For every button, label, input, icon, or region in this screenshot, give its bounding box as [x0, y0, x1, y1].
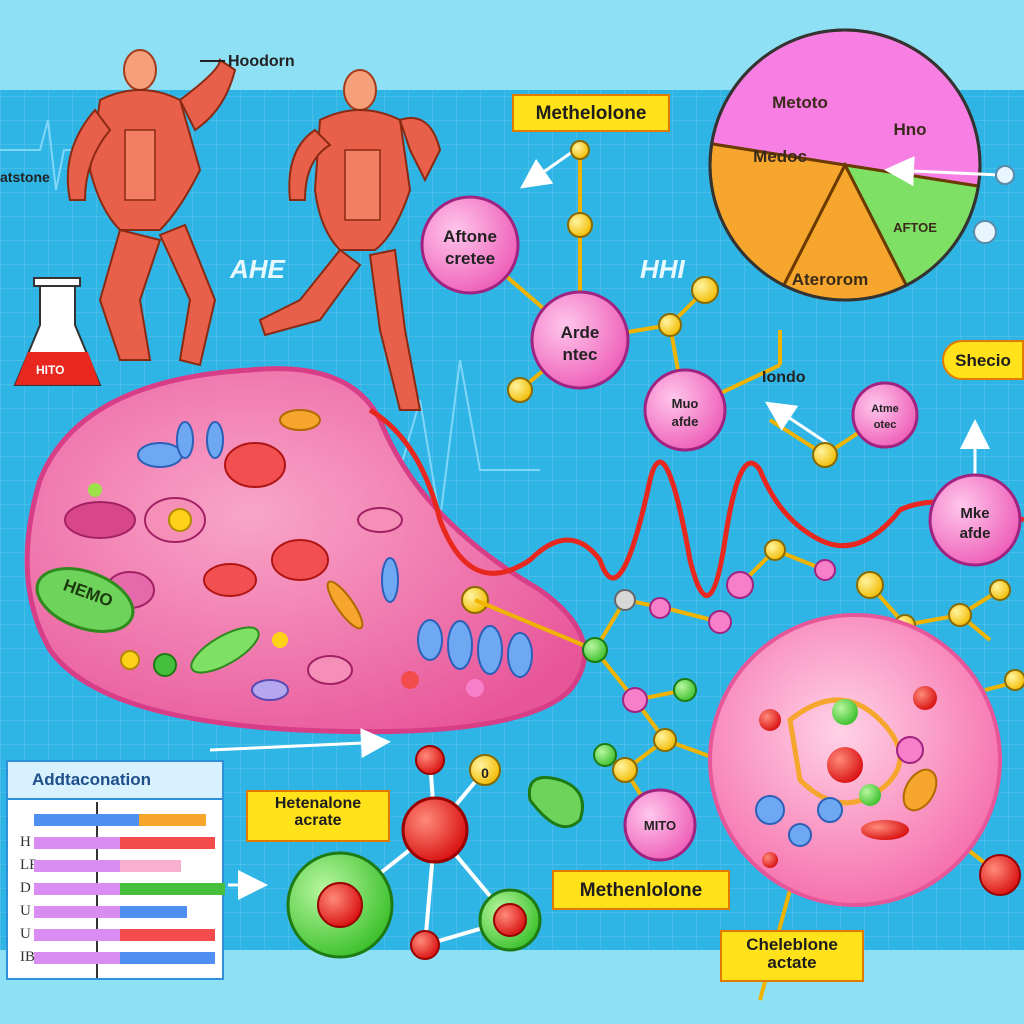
- legend-bar-segment: [34, 952, 120, 964]
- label-aftone-2: cretee: [445, 249, 495, 268]
- label-box-methelolone: Methelolone: [512, 94, 670, 132]
- waveform-line: [368, 407, 1024, 598]
- legend-bar-segment: [34, 929, 120, 941]
- legend-row-letter: H: [20, 834, 31, 850]
- label-atme-2: otec: [874, 419, 897, 431]
- pie-label-2: Hno: [893, 120, 926, 139]
- label-mito: MITO: [644, 818, 676, 833]
- pie-label-1: Metoto: [772, 93, 828, 112]
- legend-bar-segment: [34, 906, 120, 918]
- pie-label-4: Aterorom: [792, 270, 869, 289]
- label-ahe: AHE: [229, 254, 286, 284]
- arrow-to-pie: [884, 156, 1001, 187]
- yellow-atoms-upper: [461, 140, 1015, 636]
- label-flask: HITO: [36, 363, 64, 377]
- label-box-cheleblone: Cheleblone actate: [720, 930, 864, 982]
- legend-bar-segment: [120, 837, 215, 849]
- node-mke: [928, 473, 1022, 567]
- label-arde-2: ntec: [563, 345, 598, 364]
- legend-bar-segment: [120, 860, 181, 872]
- legend-bar-segment: [120, 906, 187, 918]
- pie-label-1-secondary: Medoc: [753, 147, 807, 166]
- molecule-lower-left: [286, 745, 542, 960]
- label-muo-1: Muo: [672, 396, 699, 411]
- label-iondo: Iondo: [762, 369, 806, 386]
- arrow-bottom: [209, 728, 391, 759]
- sphere-lower-right: [708, 613, 1024, 1001]
- muscle-figure-left: [66, 49, 237, 367]
- label-mke-2: afde: [960, 525, 991, 542]
- legend-row-letter: U: [20, 903, 31, 919]
- label-hetenalone-2: acrate: [294, 811, 342, 829]
- label-aftone-1: Aftone: [443, 227, 497, 246]
- molecule-middle: [474, 539, 836, 829]
- label-cheleblone-1: Cheleblone: [746, 935, 838, 954]
- hemo-oval: [35, 567, 135, 633]
- node-aftone: [420, 195, 520, 295]
- label-mke-1: Mke: [960, 505, 989, 522]
- node-atme: [851, 381, 919, 449]
- cell-organelles: [64, 409, 533, 701]
- legend-row-letter: IB: [20, 949, 35, 965]
- label-box-hetenalone: Hetenalone acrate: [246, 790, 390, 842]
- node-muo: [643, 368, 727, 452]
- muscle-figure-right: [258, 69, 442, 411]
- label-atstone: atstone: [0, 169, 50, 185]
- label-arde-1: Arde: [561, 323, 600, 342]
- legend-bar-segment: [120, 929, 215, 941]
- flask-icon: [13, 277, 102, 386]
- label-box-methenlolone: Methenlolone: [552, 870, 730, 910]
- legend-bar-segment: [34, 837, 120, 849]
- legend-bar-segment: [120, 952, 215, 964]
- pie-outline: [708, 28, 982, 302]
- label-box-shecio: Shecio: [942, 340, 1024, 380]
- arrow-to-muo: [765, 401, 831, 447]
- legend-row-letter: U: [20, 926, 31, 942]
- legend-bar-segment: [34, 860, 120, 872]
- legend-row-letter: D: [20, 880, 31, 896]
- node-mito: [623, 788, 697, 862]
- legend-bar-segment: [34, 814, 139, 826]
- label-hhi: HHI: [640, 254, 686, 284]
- legend-title: Addtaconation: [8, 762, 222, 800]
- label-muo-2: afde: [672, 414, 699, 429]
- label-hoodorn: Hoodorn: [228, 53, 295, 70]
- legend-bar-segment: [139, 814, 206, 826]
- pie-label-3: AFTOE: [893, 220, 937, 235]
- node-arde: [530, 290, 630, 390]
- legend-bar-segment: [34, 883, 120, 895]
- label-cheleblone-2: actate: [767, 952, 817, 972]
- arrow-to-aftone: [520, 148, 576, 189]
- legend-bar-segment: [120, 883, 225, 895]
- label-hetenalone-1: Hetenalone: [274, 795, 362, 812]
- label-atme-1: Atme: [871, 403, 899, 415]
- label-small-o: 0: [481, 765, 489, 781]
